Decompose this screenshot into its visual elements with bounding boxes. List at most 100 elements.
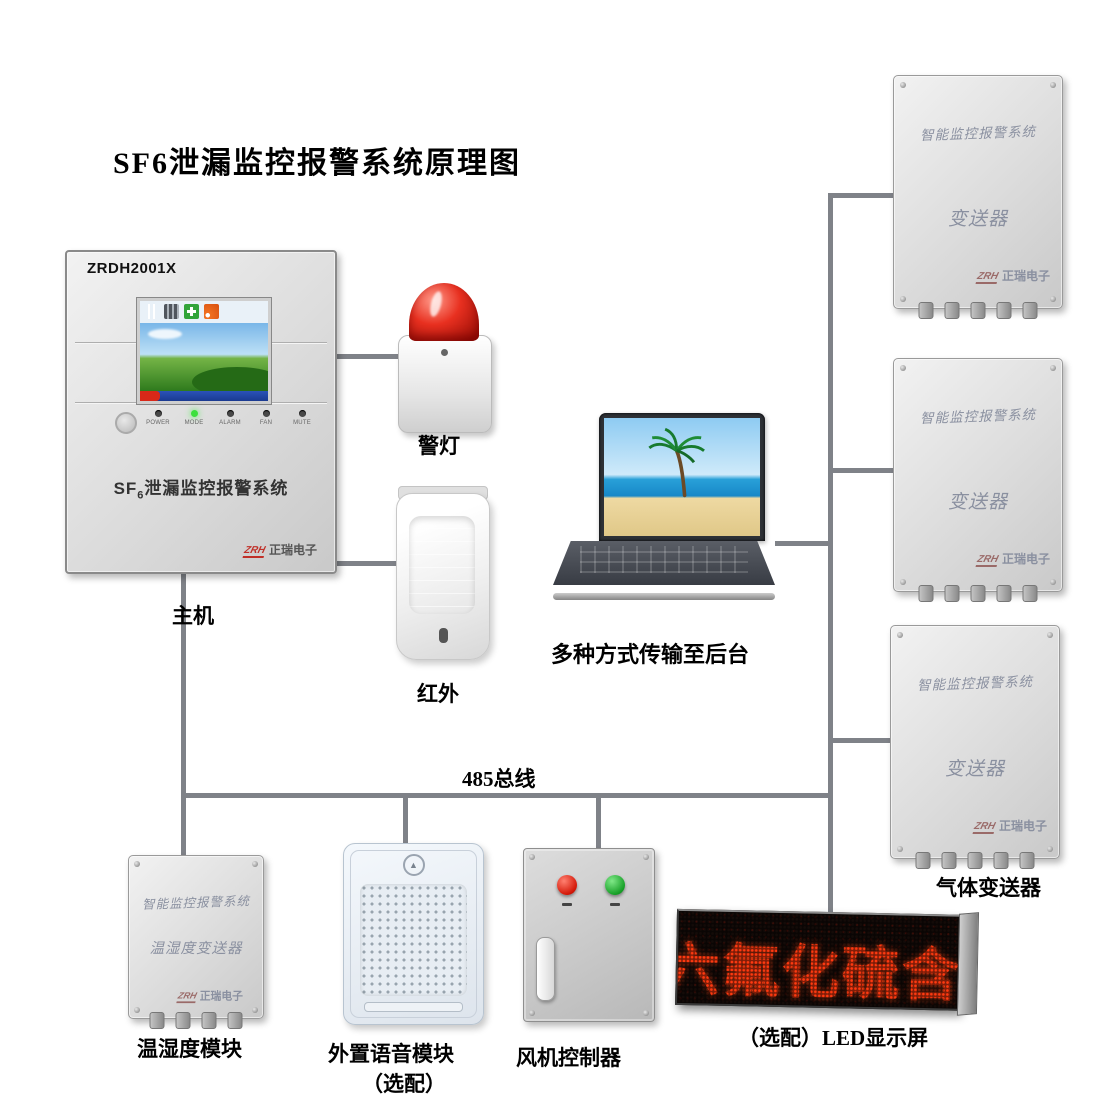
screw-icon (134, 861, 140, 867)
indicator: POWER (143, 410, 173, 426)
screw-icon (1050, 296, 1056, 302)
screw-icon (643, 1010, 649, 1016)
led-display: 六氟化硫含量正 (675, 908, 980, 1016)
infrared-caption: 红外 (417, 682, 459, 706)
fan-controller-handle (536, 937, 555, 1001)
screw-icon (1050, 82, 1056, 88)
screw-icon (897, 632, 903, 638)
screw-icon (529, 1010, 535, 1016)
screw-icon (1047, 846, 1053, 852)
desktop-app-icon (144, 304, 159, 319)
temp-humidity-module: 智能监控报警系统 温湿度变送器 ZRH 正瑞电子 (128, 855, 264, 1029)
screw-icon (897, 846, 903, 852)
laptop (553, 413, 775, 600)
palm-tree-icon (647, 427, 705, 497)
voice-module-caption-1: 外置语音模块 (328, 1042, 454, 1066)
indicator: MODE (179, 410, 209, 426)
laptop-wallpaper (604, 418, 760, 536)
screw-icon (1050, 579, 1056, 585)
screw-icon (252, 861, 258, 867)
led-display-caption: （选配）LED显示屏 (738, 1026, 929, 1050)
cable-glands (918, 585, 1038, 602)
laptop-screen (599, 413, 765, 541)
speaker-logo-icon: ▲ (402, 854, 425, 876)
alarm-light (398, 283, 492, 433)
line-main-to-alarm (333, 354, 398, 359)
main-unit-model: ZRDH2001X (87, 260, 177, 277)
laptop-keyboard-deck (553, 541, 775, 585)
main-unit-caption: 主机 (172, 604, 214, 628)
transmitters-caption: 气体变送器 (936, 876, 1041, 900)
screw-icon (1050, 365, 1056, 371)
indicator: FAN (251, 410, 281, 426)
line-right-trunk (828, 193, 833, 916)
line-to-transmitter-2 (833, 468, 893, 473)
button-mark (610, 903, 620, 906)
line-bus-to-speaker (403, 798, 408, 845)
module-system-text: 智能监控报警系统 (141, 893, 251, 912)
screw-icon (900, 579, 906, 585)
screw-icon (900, 365, 906, 371)
module-device-text: 温湿度变送器 (149, 941, 243, 957)
start-button-icon (140, 391, 160, 401)
led-display-endcap (956, 912, 980, 1016)
brand-logo: ZRH 正瑞电子 (975, 552, 1050, 567)
button-mark (562, 903, 572, 906)
indicator: ALARM (215, 410, 245, 426)
transmitter-2: 智能监控报警系统 变送器 ZRH 正瑞电子 (893, 358, 1063, 602)
screw-icon (1047, 632, 1053, 638)
line-main-down (181, 570, 186, 855)
laptop-front-edge (553, 593, 775, 600)
line-to-transmitter-1 (833, 193, 893, 198)
transmitter-system-text: 智能监控报警系统 (919, 124, 1037, 144)
led-display-panel: 六氟化硫含量正 (675, 908, 961, 1011)
laptop-caption: 多种方式传输至后台 (551, 642, 750, 667)
speaker-inner-frame (350, 850, 477, 1018)
screw-icon (252, 1007, 258, 1013)
start-button (605, 875, 625, 895)
fan-controller (523, 848, 655, 1022)
screw-icon (900, 82, 906, 88)
line-main-to-infrared (333, 561, 396, 566)
bus-label: 485总线 (462, 767, 536, 791)
transmitter-system-text: 智能监控报警系统 (916, 674, 1034, 694)
indicator-row: POWER MODE ALARM FAN MUTE (115, 410, 317, 434)
cloud-graphic (148, 329, 182, 339)
brand-logo: ZRH 正瑞电子 (972, 819, 1047, 834)
led-dot-matrix-overlay (677, 910, 959, 1009)
hill-graphic (192, 367, 268, 391)
desktop-app-icon (164, 304, 179, 319)
brand-logo: ZRH 正瑞电子 (176, 989, 244, 1004)
desktop-icon-row (140, 301, 268, 323)
transmitter-3: 智能监控报警系统 变送器 ZRH 正瑞电子 (890, 625, 1060, 869)
temp-humidity-caption: 温湿度模块 (137, 1037, 242, 1061)
indicator: MUTE (287, 410, 317, 426)
transmitter-system-text: 智能监控报警系统 (919, 407, 1037, 427)
transmitter-device-text: 变送器 (944, 758, 1005, 780)
alarm-light-dome (409, 283, 479, 341)
infrared-sensor (396, 486, 490, 660)
speaker-grille (360, 884, 467, 996)
main-unit: ZRDH2001X POWER MODE ALARM FAN MU (65, 250, 337, 574)
pir-body (396, 493, 490, 660)
buzzer-icon (115, 412, 137, 434)
diagram-title: SF6泄漏监控报警系统原理图 (113, 147, 522, 180)
pir-led-slot (439, 628, 448, 643)
voice-module-speaker: ▲ (343, 843, 484, 1025)
cable-glands (918, 302, 1038, 319)
line-to-transmitter-3 (833, 738, 890, 743)
desktop-app-icon (184, 304, 199, 319)
line-laptop-to-trunk (775, 541, 828, 546)
voice-module-caption-2: （选配） (362, 1072, 446, 1096)
fan-controller-caption: 风机控制器 (516, 1046, 621, 1070)
desktop-wallpaper (140, 323, 268, 391)
alarm-light-caption: 警灯 (418, 434, 460, 458)
line-bus-to-fan (596, 798, 601, 850)
screen-taskbar (140, 391, 268, 401)
main-unit-screen (137, 298, 271, 404)
screw-icon (643, 854, 649, 860)
transmitter-1: 智能监控报警系统 变送器 ZRH 正瑞电子 (893, 75, 1063, 319)
brand-logo: ZRH 正瑞电子 (975, 269, 1050, 284)
bus-line-485 (181, 793, 833, 798)
